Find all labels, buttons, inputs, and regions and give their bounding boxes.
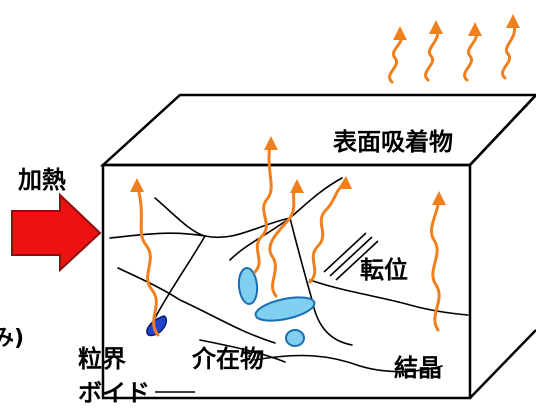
dislocation-lines: [323, 232, 379, 281]
inclusions: [237, 267, 316, 347]
label-cropped-left: み): [0, 326, 24, 351]
material-block: [99, 93, 536, 400]
top-arrow-2: [424, 26, 440, 82]
label-inclusion: 介在物: [191, 345, 264, 373]
inclusion-circle: [285, 329, 305, 347]
label-heating: 加熱: [18, 166, 66, 194]
inner-arrow-2: [253, 143, 273, 274]
label-void: ボイド: [78, 379, 150, 407]
heating-arrow: [11, 192, 102, 273]
top-arrow-3: [463, 28, 479, 82]
label-grain-boundary: 粒界: [78, 345, 126, 373]
outgassing-arrowheads: [130, 14, 520, 205]
block-right-bottom-edge: [469, 329, 536, 399]
inner-arrow-1: [136, 186, 160, 337]
block-right-face: [469, 94, 536, 166]
inner-arrow-4: [308, 182, 346, 284]
grain-boundaries: [109, 177, 469, 373]
inner-arrow-5: [430, 198, 441, 332]
top-arrow-1: [388, 32, 403, 84]
outgassing-arrows: [136, 20, 517, 337]
label-surface-adsorbate: 表面吸着物: [333, 128, 453, 156]
inner-arrow-3: [268, 186, 298, 298]
top-arrow-4: [501, 20, 517, 80]
label-dislocation: 転位: [360, 256, 408, 284]
inclusion-ellipse-horizontal: [254, 296, 316, 322]
inclusion-ellipse-vertical: [237, 267, 259, 305]
label-crystal: 結晶: [394, 354, 442, 382]
block-top-face: [99, 93, 536, 167]
